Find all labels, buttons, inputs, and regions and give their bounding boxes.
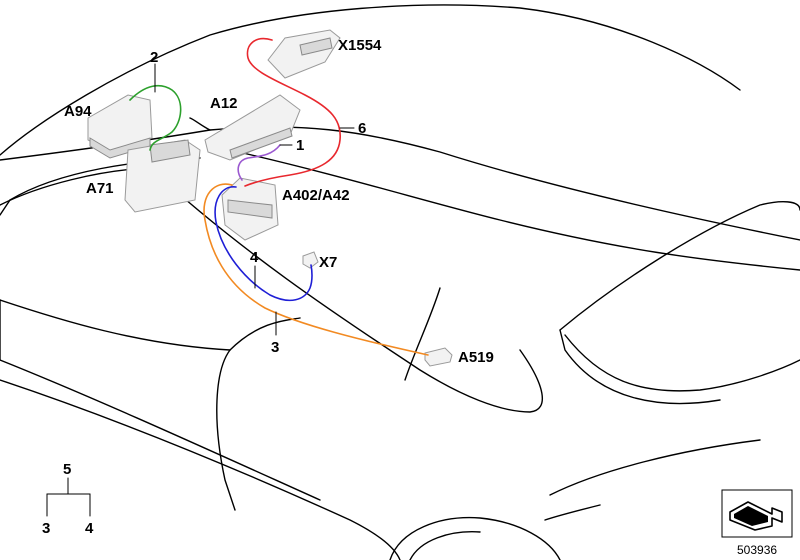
leader-lines — [154, 63, 355, 336]
reference-number: 503936 — [737, 543, 777, 557]
label-a402-a42: A402/A42 — [282, 187, 350, 204]
wire-3 — [203, 183, 429, 356]
legend-child-right: 4 — [85, 520, 94, 537]
label-a94: A94 — [64, 103, 92, 120]
wire-6 — [244, 38, 341, 187]
car-body-outline — [0, 4, 800, 560]
reference-box: 503936 — [721, 489, 793, 557]
callout-1: 1 — [296, 137, 304, 154]
wire-2 — [129, 84, 182, 151]
component-a402-a42 — [221, 177, 279, 241]
wire-1 — [237, 144, 281, 181]
legend-parent: 5 — [63, 461, 71, 478]
label-a519: A519 — [458, 349, 494, 366]
component-x1554 — [267, 29, 341, 79]
component-a71 — [124, 139, 201, 213]
callout-3: 3 — [271, 339, 279, 356]
component-x7 — [302, 251, 319, 269]
component-a12 — [204, 94, 301, 161]
label-x7: X7 — [319, 254, 337, 271]
component-a519 — [424, 347, 453, 367]
label-a12: A12 — [210, 95, 238, 112]
callout-2: 2 — [150, 49, 158, 66]
callout-4: 4 — [250, 249, 259, 266]
arrow-bracket-icon — [729, 501, 783, 531]
legend-child-left: 3 — [42, 520, 50, 537]
callout-6: 6 — [358, 120, 366, 137]
wire-4 — [214, 186, 313, 302]
component-a94 — [87, 94, 153, 159]
legend-tree: 5 3 4 — [42, 461, 94, 537]
label-x1554: X1554 — [338, 37, 382, 54]
label-a71: A71 — [86, 180, 114, 197]
